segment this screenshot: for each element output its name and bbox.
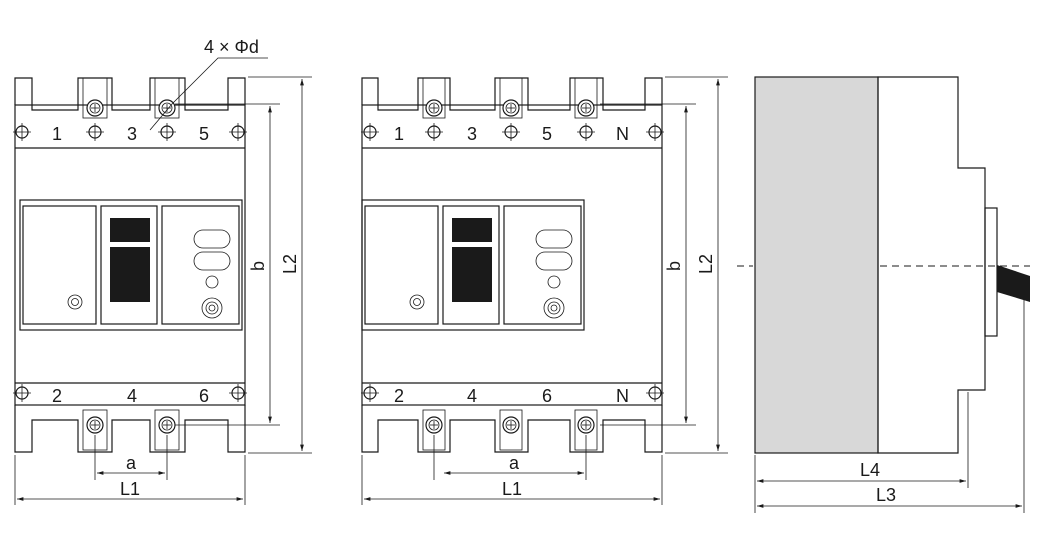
terminal-label-top-1: 1: [52, 124, 62, 144]
side-base-shaded: [754, 76, 879, 454]
front-view-4-pole: 1 3 5 N 2 4 6 N L2 b a: [360, 76, 728, 505]
side-view: L4 L3: [737, 76, 1030, 513]
terminal-label-bottom-2: 2: [52, 386, 62, 406]
terminal-label-top-5: 5: [199, 124, 209, 144]
dim-b-4p: b: [664, 261, 684, 271]
dim-b-3p: b: [248, 261, 268, 271]
terminal-label-top-1-4p: 1: [394, 124, 404, 144]
terminal-label-bottom-4: 4: [127, 386, 137, 406]
terminal-label-bottom-n-4p: N: [616, 386, 629, 406]
terminal-label-bottom-6: 6: [199, 386, 209, 406]
terminal-label-top-3-4p: 3: [467, 124, 477, 144]
toggle-handle: [110, 218, 150, 302]
terminal-label-bottom-6-4p: 6: [542, 386, 552, 406]
dim-L3: L3: [876, 485, 896, 505]
terminal-label-top-5-4p: 5: [542, 124, 552, 144]
terminal-label-top-3: 3: [127, 124, 137, 144]
front-view-3-pole: 1 3 5 2 4 6 4 × Φd L2 b: [12, 37, 312, 505]
dim-L4: L4: [860, 460, 880, 480]
hole-spec-callout: 4 × Φd: [204, 37, 259, 57]
toggle-handle-4p: [452, 218, 492, 302]
dim-L2-3p: L2: [280, 254, 300, 274]
dim-L1-3p: L1: [120, 479, 140, 499]
terminal-label-bottom-2-4p: 2: [394, 386, 404, 406]
side-handle-plate: [984, 207, 998, 337]
terminal-label-bottom-4-4p: 4: [467, 386, 477, 406]
side-toggle-lever: [997, 265, 1030, 302]
dim-L1-4p: L1: [502, 479, 522, 499]
terminal-label-top-n-4p: N: [616, 124, 629, 144]
dim-a-4p: a: [509, 453, 520, 473]
dim-L2-4p: L2: [696, 254, 716, 274]
dim-a-3p: a: [126, 453, 137, 473]
